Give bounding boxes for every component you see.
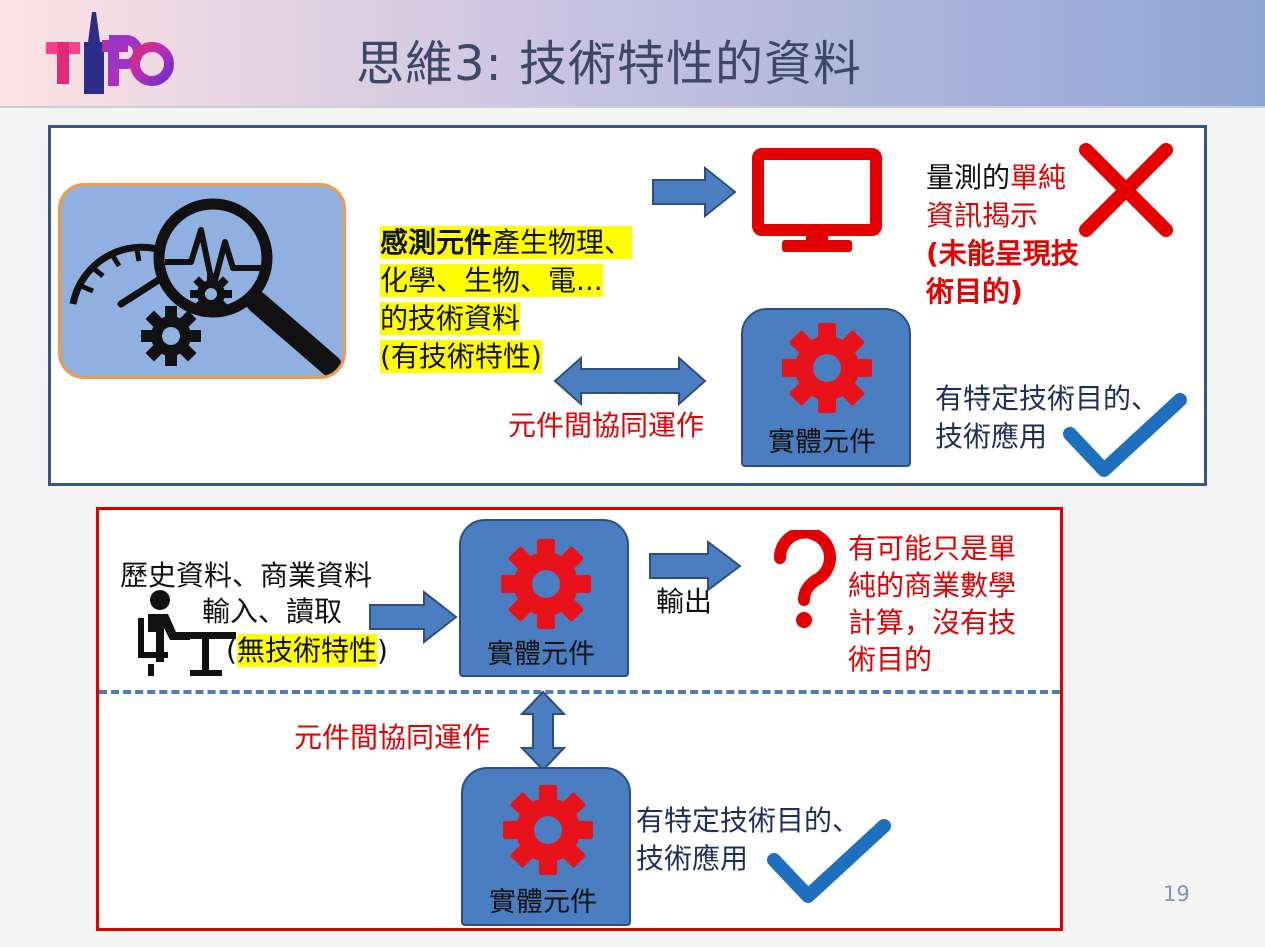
simple-info-text: 量測的單純 資訊揭示 (未能呈現技 術目的) xyxy=(926,159,1079,311)
arrow-right-icon xyxy=(651,166,737,218)
sensor-line4: (有技術特性) xyxy=(380,340,542,373)
purpose-text-bottom: 有特定技術目的、 技術應用 xyxy=(636,802,860,878)
arrow-right-icon xyxy=(368,590,458,644)
maybe-line3: 計算，沒有技 xyxy=(848,606,1017,639)
simple-info-line2: 資訊揭示 xyxy=(926,199,1039,232)
cooperate-label-top: 元件間協同運作 xyxy=(508,409,705,442)
sensor-line2: 化學、生物、電... xyxy=(380,264,603,297)
maybe-line1: 有可能只是單 xyxy=(848,532,1017,565)
logo-icon xyxy=(44,12,174,102)
check-icon xyxy=(766,818,892,908)
simple-info-line4: 術目的) xyxy=(926,275,1023,308)
sensor-line3: 的技術資料 xyxy=(380,302,521,335)
gear-icon xyxy=(502,784,594,876)
arrow-right-icon xyxy=(648,540,742,592)
cross-icon xyxy=(1076,142,1176,238)
device-label-top: 實體元件 xyxy=(768,427,876,458)
purpose-line1: 有特定技術目的、 xyxy=(935,382,1160,415)
arrow-double-icon xyxy=(553,356,707,406)
dashed-divider xyxy=(99,690,1060,694)
maybe-text: 有可能只是單 純的商業數學 計算，沒有技 術目的 xyxy=(848,530,1016,678)
gear-icon xyxy=(781,322,873,414)
no-tech-text: (無技術特性) xyxy=(226,632,388,670)
sensor-line1: 產生物理、 xyxy=(492,226,633,259)
output-label: 輸出 xyxy=(656,585,713,618)
sensor-keyword: 感測元件 xyxy=(380,226,493,259)
maybe-line4: 術目的 xyxy=(848,643,933,676)
page-number: 19 xyxy=(1163,882,1190,906)
device-label-bottom-1: 實體元件 xyxy=(487,639,595,670)
arrow-double-icon xyxy=(520,690,566,772)
purpose-text-top: 有特定技術目的、 技術應用 xyxy=(935,380,1159,456)
io-label: 輸入、讀取 xyxy=(202,595,343,628)
no-tech-open: ( xyxy=(226,634,237,667)
monitor-icon xyxy=(752,148,882,254)
maybe-line2: 純的商業數學 xyxy=(848,569,1017,602)
gear-icon xyxy=(500,538,592,630)
device-label-bottom-2: 實體元件 xyxy=(489,887,597,918)
worker-desk-icon xyxy=(138,588,238,678)
simple-info-line1a: 量測的 xyxy=(926,161,1011,194)
purpose-line2: 技術應用 xyxy=(935,420,1048,453)
purpose-line1: 有特定技術目的、 xyxy=(636,804,861,837)
question-icon xyxy=(770,530,840,630)
slide-title: 思維3: 技術特性的資料 xyxy=(356,36,862,92)
sensor-text: 感測元件產生物理、 化學、生物、電... 的技術資料 (有技術特性) xyxy=(380,224,633,376)
no-tech-keyword: 無技術特性 xyxy=(236,634,377,667)
cooperate-label-bottom: 元件間協同運作 xyxy=(294,721,491,754)
no-tech-close: ) xyxy=(376,634,388,667)
slide-header xyxy=(0,0,1265,108)
data-label: 歷史資料、商業資料 xyxy=(120,559,373,592)
simple-info-line1b: 單純 xyxy=(1010,161,1067,194)
simple-info-line3: (未能呈現技 xyxy=(926,237,1079,270)
check-icon xyxy=(1062,392,1188,482)
purpose-line2: 技術應用 xyxy=(636,842,749,875)
search-gauge-icon xyxy=(58,183,346,379)
